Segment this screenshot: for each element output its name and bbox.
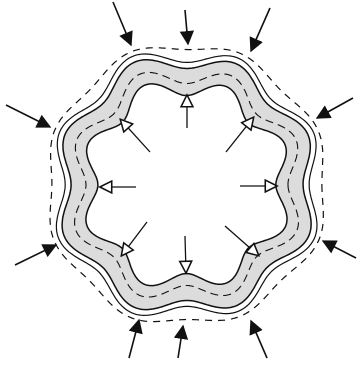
inward-force-arrow [6,105,50,127]
inward-force-arrow [178,326,183,358]
inward-force-arrow [251,321,267,358]
ring-group [50,48,323,322]
inward-force-arrow [113,2,131,45]
outward-force-arrow [185,236,186,272]
outward-force-arrow [225,226,258,255]
inward-force-arrow [317,98,353,118]
inward-force-arrow [15,245,56,265]
outward-force-arrow [122,222,147,255]
outward-force-arrow [226,118,253,152]
inward-force-arrow [129,320,139,358]
inward-force-arrow [185,10,188,44]
inward-force-arrow [323,241,356,258]
inner-arrows-group [101,96,276,272]
outward-force-arrow [121,120,150,152]
inward-force-arrow [251,8,270,51]
